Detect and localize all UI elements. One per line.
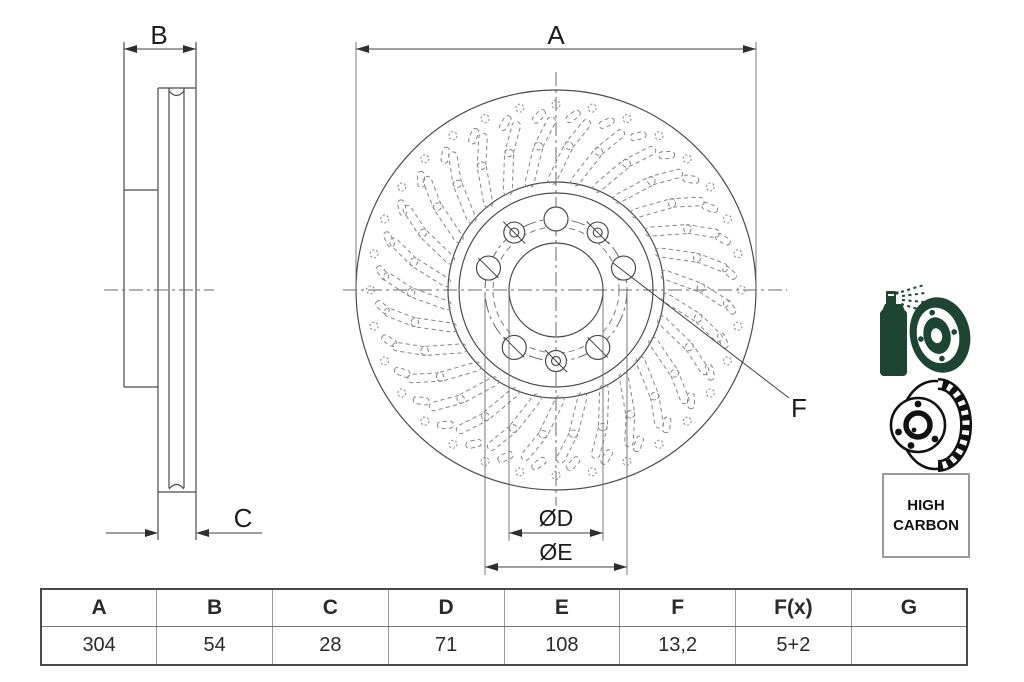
value-b: 54 xyxy=(156,626,273,665)
col-header-d: D xyxy=(387,589,505,627)
high-carbon-label: HIGH CARBON xyxy=(893,497,959,534)
table-value-row: 304 54 28 71 108 13,2 5+2 xyxy=(40,626,968,665)
spray-can-body xyxy=(880,310,907,376)
dimension-b: B xyxy=(124,20,196,53)
col-header-e: E xyxy=(503,589,621,627)
ventilation-slot-pattern xyxy=(366,100,746,480)
dimension-d: ØD xyxy=(508,293,604,541)
value-fx: 5+2 xyxy=(735,626,852,665)
value-d: 71 xyxy=(387,626,505,665)
technical-drawing: B C F xyxy=(104,20,807,575)
high-carbon-badge: HIGH CARBON xyxy=(882,473,970,558)
value-a: 304 xyxy=(40,626,158,665)
col-header-g: G xyxy=(850,589,968,627)
spray-mist xyxy=(900,284,926,311)
hub-face-circle xyxy=(492,226,620,354)
center-hole xyxy=(903,410,933,440)
value-f: 13,2 xyxy=(619,626,736,665)
vented-disc-icon xyxy=(889,378,972,472)
dimension-e: ØE xyxy=(484,293,628,575)
col-header-c: C xyxy=(272,589,389,627)
spray-can-nozzle xyxy=(886,291,896,305)
bolt-hole-pattern xyxy=(475,206,637,373)
dim-b-label: B xyxy=(150,20,167,50)
dimension-spec-table: A B C D E F F(x) G 304 54 28 71 108 13,2… xyxy=(40,588,968,666)
dim-c-label: C xyxy=(234,503,253,533)
value-g xyxy=(850,626,968,665)
center-bore xyxy=(508,242,604,338)
value-c: 28 xyxy=(272,626,389,665)
col-header-f: F xyxy=(619,589,736,627)
dim-e-label: ØE xyxy=(539,539,572,565)
dimension-c: C xyxy=(106,503,262,537)
coated-disc-spray-icon xyxy=(880,284,971,376)
value-e: 108 xyxy=(503,626,621,665)
dim-a-label: A xyxy=(547,20,565,50)
col-header-b: B xyxy=(156,589,273,627)
coated-disc xyxy=(909,297,971,373)
hat-outer-circle xyxy=(447,181,665,399)
hat-inner-circle xyxy=(458,192,654,388)
side-view xyxy=(104,42,214,540)
col-header-a: A xyxy=(40,589,158,627)
table-header-row: A B C D E F F(x) G xyxy=(40,589,968,627)
dim-f-label: F xyxy=(791,393,807,423)
front-view: F xyxy=(343,72,807,506)
dimension-a: A xyxy=(355,20,757,292)
icon-bolt-holes xyxy=(895,400,939,449)
dim-d-label: ØD xyxy=(539,505,574,531)
dimension-f: F xyxy=(612,262,807,423)
col-header-fx: F(x) xyxy=(735,589,852,627)
